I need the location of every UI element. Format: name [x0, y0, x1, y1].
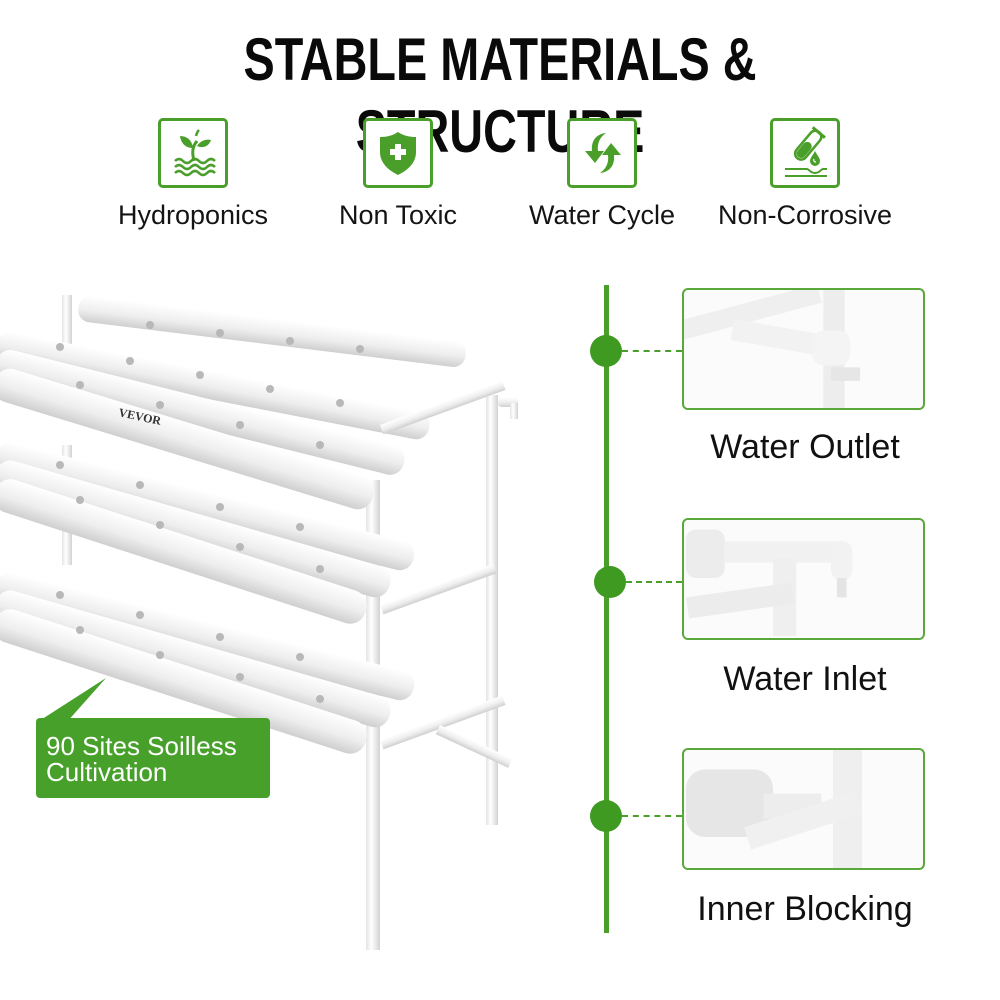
feature-hydroponics: Hydroponics — [93, 118, 293, 231]
cycle-arrows-icon — [567, 118, 637, 188]
detail-label-inner-blocking: Inner Blocking — [697, 890, 913, 928]
detail-label-water-inlet: Water Inlet — [723, 660, 887, 698]
detail-image-inner-blocking — [682, 748, 925, 870]
sites-callout: 90 Sites Soilless Cultivation — [36, 718, 270, 798]
feature-water-cycle: Water Cycle — [502, 118, 702, 231]
test-tube-drop-icon — [770, 118, 840, 188]
feature-label: Non Toxic — [338, 200, 458, 230]
detail-image-water-inlet — [682, 518, 925, 640]
connector-line — [622, 815, 682, 817]
connector-line — [622, 350, 682, 352]
feature-row: Hydroponics Non Toxic Water Cycle — [0, 118, 1000, 238]
feature-non-toxic: Non Toxic — [298, 118, 498, 231]
detail-label-water-outlet: Water Outlet — [710, 428, 900, 466]
detail-image-water-outlet — [682, 288, 925, 410]
detail-timeline — [604, 285, 609, 933]
feature-label: Hydroponics — [117, 200, 269, 230]
feature-non-corrosive: Non-Corrosive — [705, 118, 905, 231]
connector-line — [626, 581, 682, 583]
timeline-dot — [594, 566, 626, 598]
timeline-dot — [590, 335, 622, 367]
feature-label: Water Cycle — [528, 200, 676, 230]
callout-line-2: Cultivation — [46, 757, 168, 787]
callout-line-1: 90 Sites Soilless — [46, 731, 237, 761]
seedling-water-icon — [158, 118, 228, 188]
timeline-dot — [590, 800, 622, 832]
shield-plus-icon — [363, 118, 433, 188]
feature-label: Non-Corrosive — [717, 200, 893, 230]
callout-text: 90 Sites Soilless Cultivation — [46, 733, 237, 785]
product-image-hydroponic-rack: VEVOR — [0, 285, 560, 955]
